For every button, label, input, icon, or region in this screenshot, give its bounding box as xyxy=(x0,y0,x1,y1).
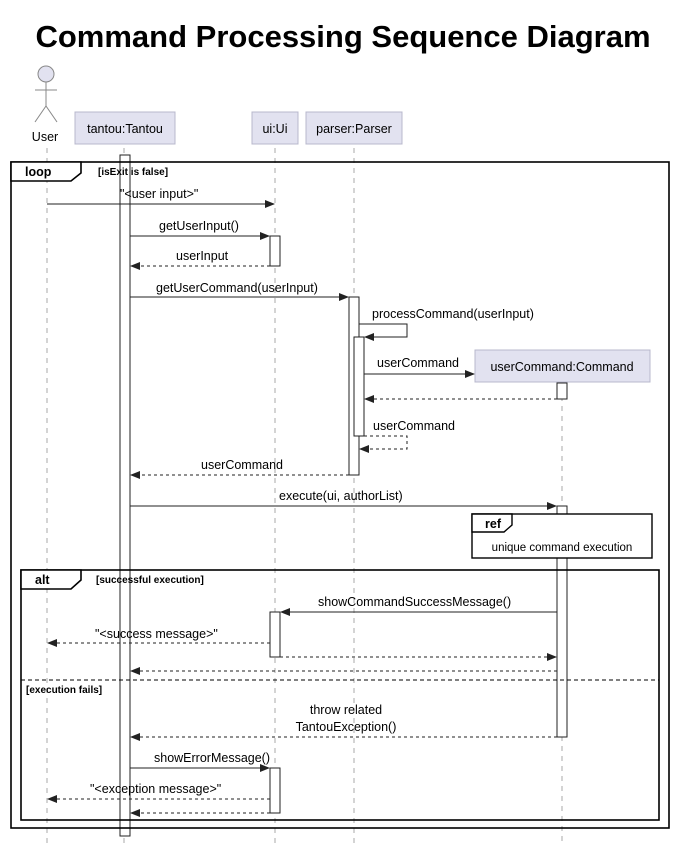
ref-keyword: ref xyxy=(485,517,502,531)
loop-keyword: loop xyxy=(25,165,52,179)
loop-frame xyxy=(10,161,670,829)
msg-user-command-return-label: userCommand xyxy=(201,458,283,472)
ref-text: unique command execution xyxy=(492,542,633,554)
alt-frame xyxy=(20,569,660,821)
user-label: User xyxy=(32,130,58,144)
diagram-title: Command Processing Sequence Diagram xyxy=(35,19,650,54)
msg-user-input-label: "<user input>" xyxy=(120,187,198,201)
alt-keyword: alt xyxy=(35,573,50,587)
command-activation-create xyxy=(556,382,568,400)
participant-tantou-box xyxy=(74,111,176,145)
msg-throw-exception-label-2: TantouException() xyxy=(296,720,397,734)
msg-get-user-command-label: getUserCommand(userInput) xyxy=(156,281,318,295)
msg-exception-message-label: "<exception message>" xyxy=(90,782,221,796)
participant-parser-label: parser:Parser xyxy=(316,122,392,136)
msg-self-user-command-label: userCommand xyxy=(373,419,455,433)
ui-activation-success xyxy=(269,611,281,658)
msg-show-error-label: showErrorMessage() xyxy=(154,751,270,765)
participant-parser: parser:Parser xyxy=(305,111,403,145)
command-activation-execute xyxy=(556,505,568,738)
alt-guard-success: [successful execution] xyxy=(96,575,204,586)
msg-user-input-return-label: userInput xyxy=(176,249,229,263)
actor-head xyxy=(37,65,55,83)
participant-tantou: tantou:Tantou xyxy=(74,111,176,145)
ref-fragment: ref unique command execution xyxy=(471,513,653,559)
msg-throw-exception-label-1: throw related xyxy=(310,703,382,717)
participant-command: userCommand:Command xyxy=(474,349,651,383)
alt-guard-fail: [execution fails] xyxy=(26,685,102,696)
msg-process-command-label: processCommand(userInput) xyxy=(372,307,534,321)
msg-self-user-command-arrow xyxy=(359,435,408,453)
tantou-activation xyxy=(119,154,131,837)
participant-command-box xyxy=(474,349,651,383)
loop-fragment: loop [isExit is false] xyxy=(10,161,670,829)
parser-nested-activation xyxy=(353,336,365,437)
msg-create-command-label: userCommand xyxy=(377,356,459,370)
msg-execute-label: execute(ui, authorList) xyxy=(279,489,403,503)
ui-activation-error xyxy=(269,767,281,814)
user-actor: User xyxy=(32,65,58,144)
actor-right-leg xyxy=(45,105,58,123)
participant-command-label: userCommand:Command xyxy=(490,360,633,374)
participant-ui-box xyxy=(251,111,299,145)
msg-success-message-label: "<success message>" xyxy=(95,627,218,641)
ref-tab xyxy=(471,513,513,533)
actor-left-leg xyxy=(34,105,47,123)
msg-get-user-input-label: getUserInput() xyxy=(159,219,239,233)
msg-process-command-arrow xyxy=(359,323,408,341)
alt-tab xyxy=(20,569,82,590)
ui-activation-getuserinput xyxy=(269,235,281,267)
participant-ui: ui:Ui xyxy=(251,111,299,145)
participant-ui-label: ui:Ui xyxy=(262,122,287,136)
loop-tab xyxy=(10,161,82,182)
alt-fragment: alt [successful execution] [execution fa… xyxy=(20,569,660,821)
msg-show-success-label: showCommandSuccessMessage() xyxy=(318,595,511,609)
participant-tantou-label: tantou:Tantou xyxy=(87,122,163,136)
participant-parser-box xyxy=(305,111,403,145)
loop-guard: [isExit is false] xyxy=(98,167,168,178)
